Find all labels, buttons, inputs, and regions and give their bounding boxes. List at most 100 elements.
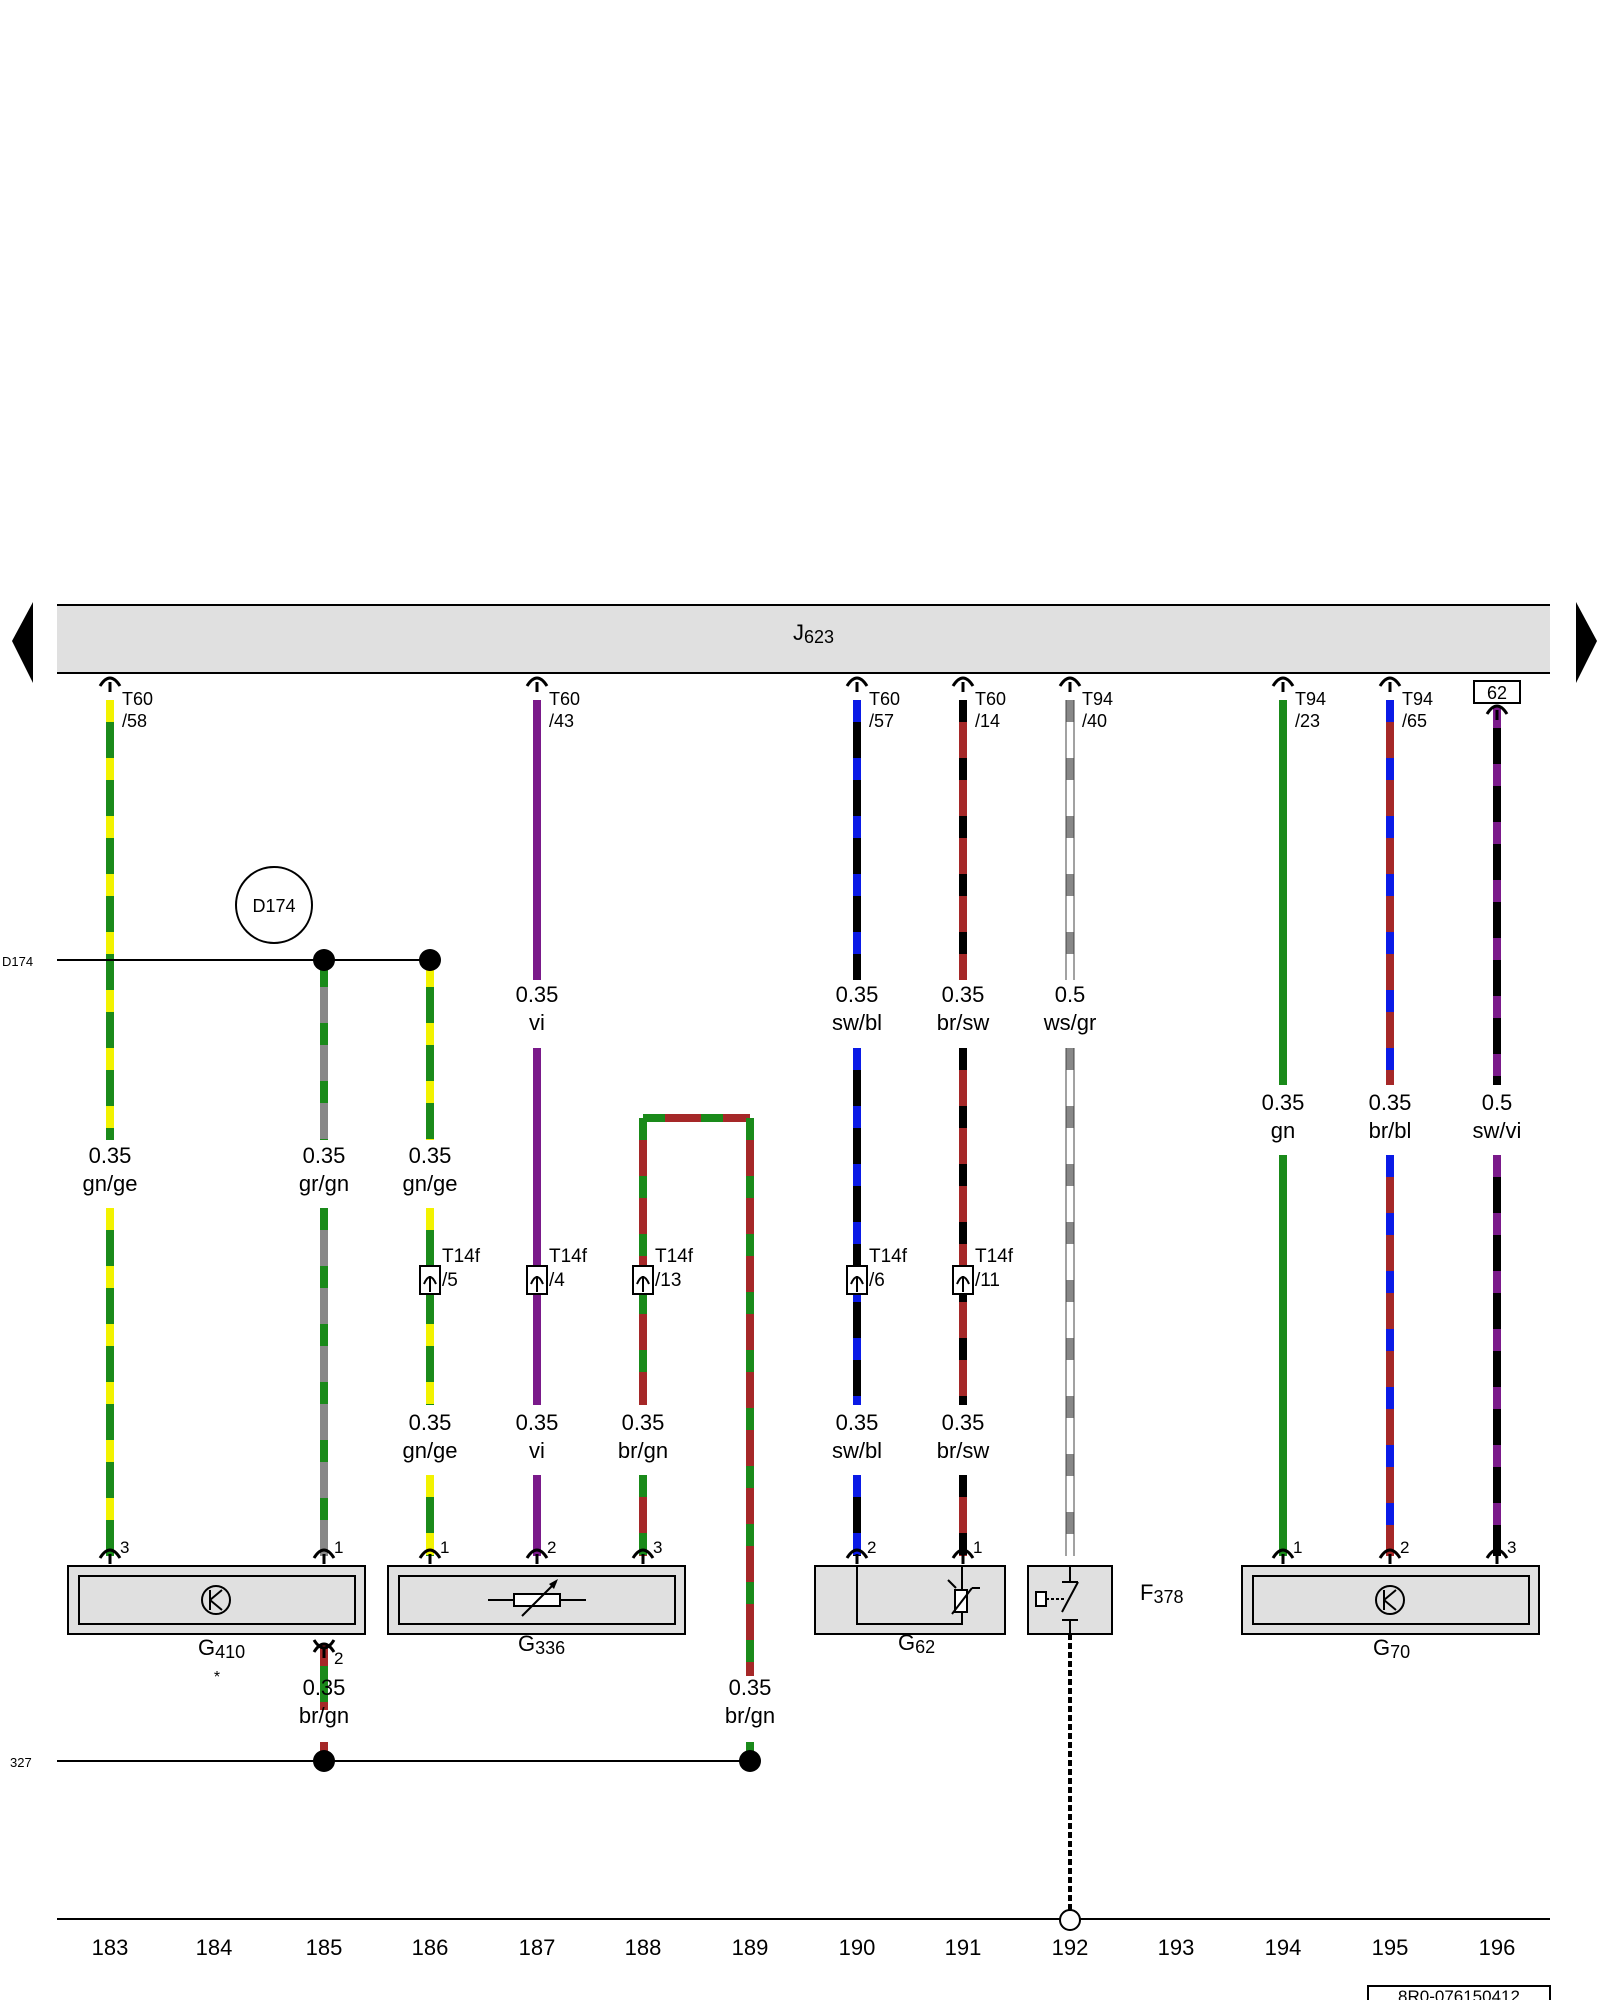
connector-62: 62 bbox=[1473, 680, 1521, 704]
pin-number: 3 bbox=[1507, 1538, 1516, 1557]
inline-connector-186 bbox=[419, 1265, 441, 1295]
component-g336: G336 bbox=[387, 1565, 686, 1658]
wire-192-top bbox=[1065, 700, 1075, 980]
inline-connector-pin: /6 bbox=[869, 1270, 885, 1291]
top-connector-id: T60 bbox=[549, 689, 580, 709]
g62-sub: 62 bbox=[915, 1637, 935, 1657]
pressure-switch-icon bbox=[1035, 1566, 1079, 1634]
inline-connector-id: T14f bbox=[655, 1246, 694, 1267]
wire-color: sw/bl bbox=[832, 1438, 882, 1463]
variable-resistor-icon bbox=[488, 1579, 586, 1617]
pin-fork-187 bbox=[525, 1548, 549, 1564]
svg-text:G62: G62 bbox=[898, 1630, 935, 1657]
wire-size: 0.5 bbox=[1482, 1090, 1513, 1115]
pin-number: 1 bbox=[973, 1538, 982, 1557]
temperature-sensor-icon bbox=[947, 1579, 980, 1615]
top-connector-id: T60 bbox=[122, 689, 153, 709]
top-connector-id: T94 bbox=[1082, 689, 1113, 709]
pin-fork-185b bbox=[312, 1642, 336, 1658]
wire-size: 0.35 bbox=[1369, 1090, 1412, 1115]
component-f378: F378 bbox=[1027, 1565, 1184, 1635]
column-number-185: 185 bbox=[306, 1935, 343, 1960]
column-number-188: 188 bbox=[625, 1935, 662, 1960]
top-connector-pin: /23 bbox=[1295, 711, 1320, 731]
pin-fork-195 bbox=[1378, 1548, 1402, 1564]
top-connector-id: T94 bbox=[1295, 689, 1326, 709]
pin-fork-196 bbox=[1485, 1548, 1509, 1564]
ground-bus-label: D174 bbox=[2, 954, 33, 969]
arrow-right-icon bbox=[1576, 602, 1597, 683]
column-number-192: 192 bbox=[1052, 1935, 1089, 1960]
connector-fork-192 bbox=[1058, 676, 1082, 692]
inline-connector-pin: /13 bbox=[655, 1270, 681, 1291]
wire-size: 0.35 bbox=[409, 1143, 452, 1168]
ground-bus-d174: D174 D174 bbox=[2, 866, 430, 969]
svg-text:F378: F378 bbox=[1140, 1580, 1184, 1607]
wire-color: vi bbox=[529, 1010, 545, 1035]
wire-size: 0.35 bbox=[303, 1143, 346, 1168]
wire-size: 0.35 bbox=[89, 1143, 132, 1168]
column-number-193: 193 bbox=[1158, 1935, 1195, 1960]
component-g410: G410 * bbox=[67, 1565, 366, 1686]
g410-name: G bbox=[198, 1635, 215, 1660]
junction-dot bbox=[313, 1750, 335, 1772]
inline-connector-id: T14f bbox=[869, 1246, 908, 1267]
f378-sub: 378 bbox=[1153, 1587, 1183, 1607]
svg-text:G336: G336 bbox=[518, 1631, 565, 1658]
pin-number: 1 bbox=[1293, 1538, 1302, 1557]
ground-circle-label: D174 bbox=[252, 896, 295, 916]
connector-fork-196 bbox=[1485, 704, 1509, 720]
wire-size: 0.35 bbox=[836, 982, 879, 1007]
f378-name: F bbox=[1140, 1580, 1153, 1605]
wire-size: 0.35 bbox=[516, 982, 559, 1007]
j623-sub: 623 bbox=[804, 627, 834, 647]
wire-size: 0.35 bbox=[942, 982, 985, 1007]
wire-color: gn/ge bbox=[402, 1171, 457, 1196]
wire-size: 0.35 bbox=[729, 1675, 772, 1700]
top-connector-pin: /57 bbox=[869, 711, 894, 731]
labels-layer: T60/58T60/43T60/57T60/14T94/40T94/23T94/… bbox=[82, 676, 1522, 1960]
pin-fork-183 bbox=[98, 1548, 122, 1564]
wire-size: 0.35 bbox=[622, 1410, 665, 1435]
pin-number: 1 bbox=[440, 1538, 449, 1557]
inline-connector-191 bbox=[952, 1265, 974, 1295]
top-connector-pin: /58 bbox=[122, 711, 147, 731]
connector-fork-187 bbox=[525, 676, 549, 692]
f378-ground-line bbox=[1059, 1634, 1081, 1931]
wire-size: 0.35 bbox=[1262, 1090, 1305, 1115]
column-number-196: 196 bbox=[1479, 1935, 1516, 1960]
svg-text:G410: G410 bbox=[198, 1635, 245, 1662]
junction-dot bbox=[313, 949, 335, 971]
inline-connector-187 bbox=[526, 1265, 548, 1295]
inline-connector-190 bbox=[846, 1265, 868, 1295]
junction-dot bbox=[419, 949, 441, 971]
bus-327-label: 327 bbox=[10, 1755, 32, 1770]
pin-number: 2 bbox=[334, 1649, 343, 1668]
wire-size: 0.5 bbox=[1055, 982, 1086, 1007]
wire-color: br/gn bbox=[725, 1703, 775, 1728]
wire-color: sw/bl bbox=[832, 1010, 882, 1035]
wire-color: br/gn bbox=[618, 1438, 668, 1463]
wire-size: 0.35 bbox=[942, 1410, 985, 1435]
top-connector-id: T60 bbox=[975, 689, 1006, 709]
column-number-184: 184 bbox=[196, 1935, 233, 1960]
bus-327: 327 bbox=[10, 1755, 750, 1770]
inline-connector-id: T14f bbox=[975, 1246, 1014, 1267]
top-connector-pin: /65 bbox=[1402, 711, 1427, 731]
wire-color: ws/gr bbox=[1043, 1010, 1097, 1035]
wire-color: gn bbox=[1271, 1118, 1295, 1143]
wire-color: gn/ge bbox=[402, 1438, 457, 1463]
pin-number: 1 bbox=[334, 1538, 343, 1557]
pin-fork-190 bbox=[845, 1548, 869, 1564]
hall-sensor-icon bbox=[1375, 1585, 1405, 1615]
column-number-186: 186 bbox=[412, 1935, 449, 1960]
wire-192-bot bbox=[1065, 1048, 1075, 1556]
hall-sensor-icon bbox=[201, 1585, 231, 1615]
junctions-layer bbox=[313, 949, 761, 1772]
arrow-left-icon bbox=[12, 602, 33, 683]
wire-size: 0.35 bbox=[409, 1410, 452, 1435]
g336-sub: 336 bbox=[535, 1638, 565, 1658]
inline-connector-id: T14f bbox=[549, 1246, 588, 1267]
pin-number: 2 bbox=[547, 1538, 556, 1557]
wire-color: sw/vi bbox=[1473, 1118, 1522, 1143]
